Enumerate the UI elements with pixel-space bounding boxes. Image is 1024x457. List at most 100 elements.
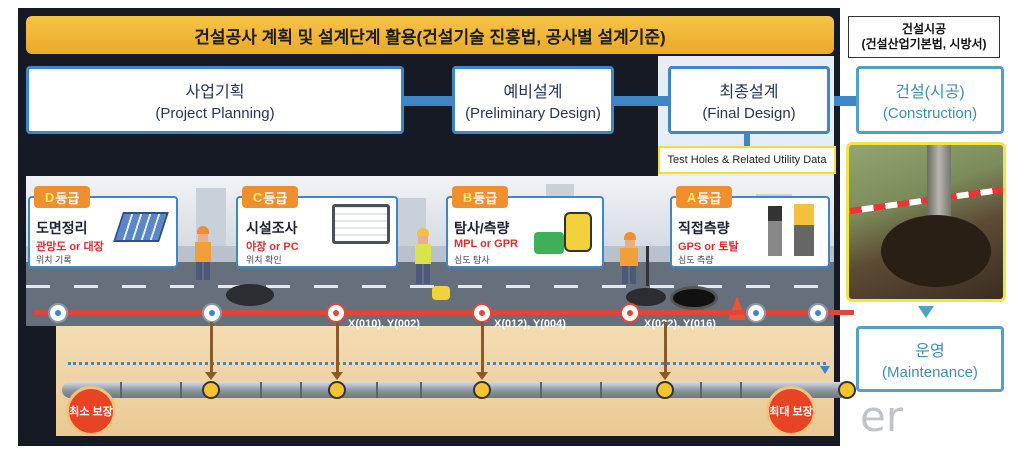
test-holes-box: Test Holes & Related Utility Data bbox=[658, 146, 836, 174]
tripod-icon bbox=[646, 246, 649, 286]
manhole-icon bbox=[226, 284, 274, 306]
underground-soil bbox=[56, 326, 834, 436]
pipe-node-icon bbox=[838, 381, 856, 399]
construction-header-line2: (건설산업기본법, 시방서) bbox=[861, 37, 987, 51]
monitor-icon bbox=[332, 204, 390, 244]
min-guarantee-badge: 최소 보장 bbox=[66, 386, 116, 436]
depth-arrow-head-icon bbox=[476, 372, 488, 380]
photo-pole bbox=[927, 145, 951, 225]
phase-final-en: (Final Design) bbox=[702, 105, 796, 122]
pipe-joint bbox=[120, 382, 122, 398]
phase-preliminary-ko: 예비설계 bbox=[503, 84, 563, 101]
phase-final-design: 최종설계 (Final Design) bbox=[668, 66, 830, 134]
construction-photo bbox=[846, 142, 1006, 302]
watermark-text: er bbox=[860, 392, 904, 441]
locator-device-icon bbox=[432, 286, 450, 300]
connector-planning-preliminary bbox=[402, 96, 454, 106]
grade-b-suffix: 등급 bbox=[473, 190, 498, 206]
grade-c-note: 위치 확인 bbox=[246, 255, 282, 265]
dotted-line-arrow-icon bbox=[820, 366, 830, 374]
construction-header-line1: 건설시공 bbox=[901, 22, 947, 36]
coordinate-label-1: X(010), Y(002) bbox=[348, 318, 420, 330]
pipe-node-icon bbox=[656, 381, 674, 399]
utility-line bbox=[34, 310, 854, 315]
pipe-joint bbox=[300, 382, 302, 398]
grade-b-sub: MPL or GPR bbox=[454, 238, 518, 250]
phase-planning-en: (Project Planning) bbox=[155, 105, 275, 122]
grade-d-suffix: 등급 bbox=[55, 190, 80, 206]
survey-marker-icon bbox=[202, 303, 222, 323]
pipe-joint bbox=[740, 382, 742, 398]
worker-b-figure bbox=[412, 228, 434, 284]
pipe-joint bbox=[420, 382, 422, 398]
worker-a-figure bbox=[616, 232, 642, 284]
total-station-icon bbox=[794, 204, 814, 256]
phase-planning-ko: 사업기획 bbox=[185, 84, 245, 101]
phase-preliminary-en: (Preliminary Design) bbox=[465, 105, 601, 122]
grade-b-title: 탐사/측량 bbox=[454, 220, 510, 236]
pipe-joint bbox=[260, 382, 262, 398]
grade-d-note: 위치 기록 bbox=[36, 255, 72, 265]
coordinate-label-2: X(012), Y(004) bbox=[494, 318, 566, 330]
survey-marker-icon bbox=[48, 303, 68, 323]
gps-receiver-icon bbox=[768, 206, 782, 256]
pipe-joint bbox=[180, 382, 182, 398]
max-guarantee-label: 최대 보장 bbox=[769, 406, 813, 418]
test-holes-label: Test Holes & Related Utility Data bbox=[667, 154, 827, 166]
planning-banner: 건설공사 계획 및 설계단계 활용(건설기술 진흥법, 공사별 설계기준) bbox=[26, 16, 834, 54]
depth-arrow bbox=[664, 322, 667, 374]
grade-d-title: 도면정리 bbox=[36, 220, 88, 236]
phase-maintenance-ko: 운영 bbox=[915, 343, 945, 360]
phase-preliminary-design: 예비설계 (Preliminary Design) bbox=[452, 66, 614, 134]
connector-final-testholes bbox=[744, 132, 750, 146]
grade-b-note: 심도 탐사 bbox=[454, 255, 490, 265]
survey-marker-icon bbox=[808, 303, 828, 323]
manhole-icon bbox=[626, 288, 666, 306]
pipe-joint bbox=[540, 382, 542, 398]
underground-pipe bbox=[62, 382, 848, 398]
open-manhole-icon bbox=[670, 286, 718, 310]
min-guarantee-label: 최소 보장 bbox=[69, 406, 113, 418]
gpr-case-icon bbox=[534, 232, 564, 254]
survey-marker-red-icon bbox=[620, 303, 640, 323]
map-icon bbox=[113, 212, 169, 242]
grade-a-note: 심도 측량 bbox=[678, 255, 714, 265]
depth-arrow bbox=[336, 322, 339, 374]
photo-hole bbox=[881, 215, 991, 287]
grade-d-sub: 관망도 or 대장 bbox=[36, 241, 104, 253]
traffic-cone-icon bbox=[728, 296, 746, 320]
grade-a-suffix: 등급 bbox=[697, 190, 722, 206]
grade-a-letter: A bbox=[686, 189, 697, 205]
grade-c-letter: C bbox=[252, 189, 263, 205]
depth-arrow-head-icon bbox=[331, 372, 343, 380]
depth-arrow bbox=[481, 322, 484, 374]
gpr-cart-icon bbox=[564, 212, 592, 252]
construction-header: 건설시공 (건설산업기본법, 시방서) bbox=[848, 16, 1000, 58]
grade-a-title: 직접측량 bbox=[678, 220, 730, 236]
connector-final-construction bbox=[834, 96, 856, 106]
pipe-node-icon bbox=[473, 381, 491, 399]
phase-construction: 건설(시공) (Construction) bbox=[856, 66, 1004, 134]
grade-c-suffix: 등급 bbox=[263, 190, 288, 206]
survey-marker-red-icon bbox=[326, 303, 346, 323]
depth-arrow bbox=[210, 322, 213, 374]
grade-d-letter: D bbox=[44, 189, 55, 205]
pipe-joint bbox=[600, 382, 602, 398]
phase-maintenance: 운영 (Maintenance) bbox=[856, 326, 1004, 392]
phase-construction-en: (Construction) bbox=[882, 105, 978, 122]
max-guarantee-badge: 최대 보장 bbox=[766, 386, 816, 436]
grade-b-letter: B bbox=[462, 189, 473, 205]
survey-marker-icon bbox=[746, 303, 766, 323]
planning-banner-title: 건설공사 계획 및 설계단계 활용(건설기술 진흥법, 공사별 설계기준) bbox=[194, 27, 666, 47]
grade-c-sub: 야장 or PC bbox=[246, 241, 299, 253]
street-lane-line bbox=[26, 285, 834, 288]
depth-dotted-line bbox=[68, 362, 826, 365]
pipe-joint bbox=[376, 382, 378, 398]
depth-arrow-head-icon bbox=[659, 372, 671, 380]
pipe-joint bbox=[700, 382, 702, 398]
connector-preliminary-final bbox=[612, 96, 668, 106]
